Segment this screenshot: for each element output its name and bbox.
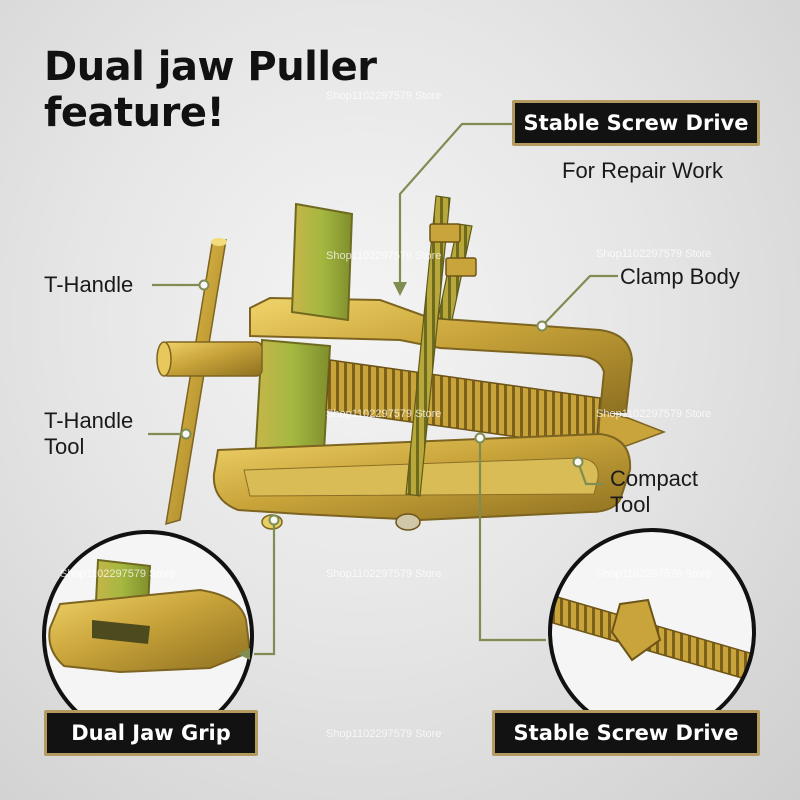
detail-circle-jaw-grip [42, 530, 254, 742]
vertical-bolt [395, 195, 477, 531]
label-t-handle-tool-line-1: T-Handle [44, 408, 134, 433]
pointer-dots [180, 279, 584, 526]
jaw-block [252, 202, 354, 488]
label-compact-tool: Compact Tool [610, 466, 698, 518]
clamp-body [249, 296, 634, 413]
badge-stable-screw-drive-bottom: Stable Screw Drive [492, 710, 760, 756]
label-compact-tool-line-1: Compact [610, 466, 699, 491]
watermark: Shop1102297579 Store [326, 90, 442, 102]
label-t-handle: T-Handle [44, 272, 134, 297]
watermark: Shop1102297579 Store [326, 408, 442, 420]
headline-line-2: feature! [44, 90, 225, 136]
label-for-repair-work: For Repair Work [562, 158, 723, 183]
watermark: Shop1102297579 Store [326, 728, 442, 740]
pointer-lines [148, 122, 618, 656]
label-t-handle-tool: T-Handle Tool [44, 408, 133, 460]
watermark: Shop1102297579 Store [596, 408, 712, 420]
label-compact-tool-line-2: Tool [610, 492, 651, 517]
headline: Dual jaw Puller feature! [44, 44, 377, 136]
badge-stable-screw-drive-top: Stable Screw Drive [512, 100, 760, 146]
badge-dual-jaw-grip: Dual Jaw Grip [44, 710, 258, 756]
label-clamp-body: Clamp Body [620, 264, 740, 289]
label-t-handle-tool-line-2: Tool [44, 434, 85, 459]
headline-line-1: Dual jaw Puller [44, 44, 377, 90]
pointer-arrowheads [238, 282, 407, 660]
detail-circle-screw [548, 528, 756, 736]
watermark: Shop1102297579 Store [326, 250, 442, 262]
watermark: Shop1102297579 Store [596, 248, 712, 260]
watermark: Shop1102297579 Store [596, 568, 712, 580]
watermark: Shop1102297579 Store [60, 568, 176, 580]
watermark: Shop1102297579 Store [326, 568, 442, 580]
t-handle-bar [165, 238, 227, 526]
